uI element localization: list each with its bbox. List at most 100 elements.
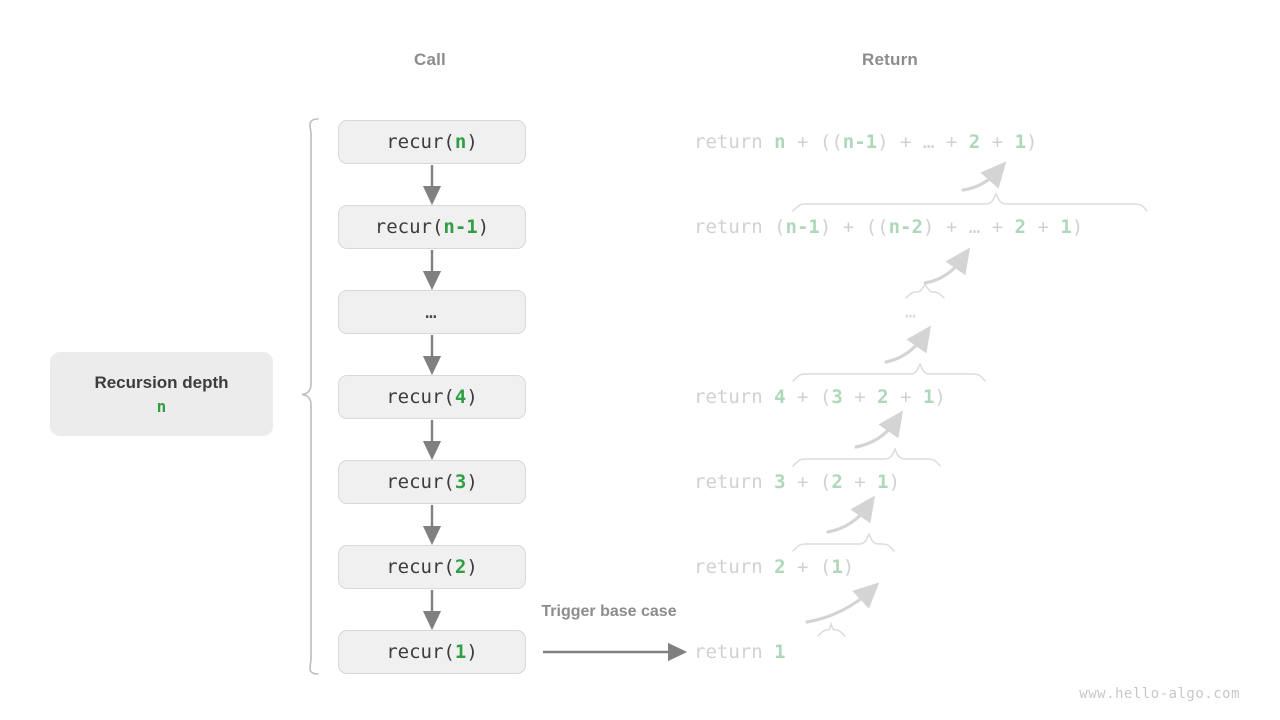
return-operator-token: )	[888, 471, 901, 493]
return-operator-token: +	[991, 216, 1004, 238]
return-line-n-1: return (n-1) + ((n-2) + … + 2 + 1)	[694, 216, 1083, 238]
return-operator-token: (	[774, 216, 786, 238]
return-operator-token	[1003, 131, 1014, 153]
call-box-n: recur(n)	[338, 120, 526, 164]
return-line-4: return 4 + (3 + 2 + 1)	[694, 386, 946, 408]
recursion-depth-value: n	[156, 396, 167, 416]
recursion-depth-title: Recursion depth	[94, 372, 229, 392]
recursion-depth-callout: Recursion depth n	[50, 352, 273, 436]
return-operator-token	[808, 556, 819, 578]
return-operator-token: (	[819, 556, 832, 578]
return-operator-token: +	[796, 131, 809, 153]
return-operator-token: +	[945, 216, 958, 238]
return-value-token: 2	[877, 386, 889, 408]
return-operator-token: +	[945, 131, 958, 153]
return-operator-token: …	[968, 216, 981, 238]
return-operator-token	[980, 216, 991, 238]
return-operator-token: (	[865, 216, 878, 238]
return-operator-token	[831, 216, 842, 238]
return-operator-token	[843, 386, 854, 408]
return-line-dots: …	[905, 301, 919, 323]
call-box-1: recur(1)	[338, 630, 526, 674]
return-keyword: return	[694, 471, 775, 493]
return-value-token: 2	[1014, 216, 1026, 238]
return-operator-token: )	[842, 556, 855, 578]
return-value-token: 3	[831, 386, 843, 408]
return-value-token: 2	[831, 471, 843, 493]
return-value-token: 4	[774, 386, 786, 408]
return-operator-token	[980, 131, 991, 153]
return-operator-token: )	[1026, 131, 1038, 153]
return-operator-token	[912, 386, 923, 408]
return-line-n: return n + ((n-1) + … + 2 + 1)	[694, 131, 1037, 153]
return-operator-token	[808, 131, 819, 153]
return-operator-token	[866, 471, 877, 493]
return-operator-token: +	[796, 471, 809, 493]
return-keyword: return	[694, 216, 775, 238]
return-operator-token	[957, 131, 968, 153]
return-value-token: 3	[774, 471, 786, 493]
return-line-3: return 3 + (2 + 1)	[694, 471, 900, 493]
return-value-token: 2	[968, 131, 981, 153]
return-operator-token: +	[842, 216, 855, 238]
return-value-token: 1	[922, 386, 935, 408]
return-operator-token: +	[796, 556, 809, 578]
return-operator-token	[1049, 216, 1060, 238]
return-operator-token: )	[877, 131, 889, 153]
return-operator-token	[866, 386, 877, 408]
watermark: www.hello-algo.com	[1079, 686, 1240, 702]
call-box-4: recur(4)	[338, 375, 526, 419]
return-operator-token	[786, 471, 797, 493]
return-operator-token: …	[922, 131, 935, 153]
call-box-2: recur(2)	[338, 545, 526, 589]
return-operator-token	[786, 556, 797, 578]
return-operator-token: (	[831, 131, 843, 153]
return-operator-token	[934, 216, 945, 238]
call-box-3: recur(3)	[338, 460, 526, 504]
return-operator-token: )	[934, 386, 946, 408]
return-operator-token: +	[1037, 216, 1049, 238]
return-value-token: n-1	[842, 131, 878, 153]
return-operator-token: )	[1071, 216, 1084, 238]
return-operator-token: )	[819, 216, 832, 238]
return-value-token: 1	[774, 641, 786, 663]
return-value-token: 1	[877, 471, 889, 493]
call-argument: 2	[454, 556, 467, 578]
return-operator-token: +	[900, 131, 912, 153]
return-operator-token	[786, 131, 797, 153]
return-operator-token	[889, 131, 900, 153]
return-operator-token	[889, 386, 900, 408]
return-operator-token	[1026, 216, 1037, 238]
return-operator-token: (	[819, 471, 832, 493]
return-operator-token: )	[922, 216, 935, 238]
return-operator-token	[843, 471, 854, 493]
column-header-return: Return	[862, 50, 918, 69]
return-keyword: return	[694, 386, 775, 408]
return-keyword: return	[694, 556, 775, 578]
return-operator-token	[1003, 216, 1014, 238]
return-value-token: n-2	[888, 216, 923, 238]
call-argument: 3	[454, 471, 467, 493]
return-operator-token	[911, 131, 922, 153]
call-argument: 4	[454, 386, 467, 408]
return-operator-token	[808, 386, 819, 408]
return-value-token: 2	[774, 556, 786, 578]
return-line-1: return 1	[694, 641, 786, 663]
column-header-call: Call	[414, 50, 446, 69]
return-operator-token: +	[854, 471, 866, 493]
trigger-base-case-label: Trigger base case	[541, 603, 676, 620]
return-operator-token: +	[854, 386, 866, 408]
return-operator-token: +	[900, 386, 912, 408]
call-argument: 1	[454, 641, 467, 663]
call-argument: n	[454, 131, 467, 153]
return-value-token: 1	[1014, 131, 1027, 153]
return-operator-token: (	[819, 386, 832, 408]
return-value-token: n	[774, 131, 786, 153]
call-box-n-1: recur(n-1)	[338, 205, 526, 249]
return-operator-token: +	[991, 131, 1004, 153]
recursion-depth-brace	[301, 118, 319, 675]
return-operator-token	[808, 471, 819, 493]
return-operator-token	[934, 131, 945, 153]
return-keyword: return	[694, 641, 775, 663]
